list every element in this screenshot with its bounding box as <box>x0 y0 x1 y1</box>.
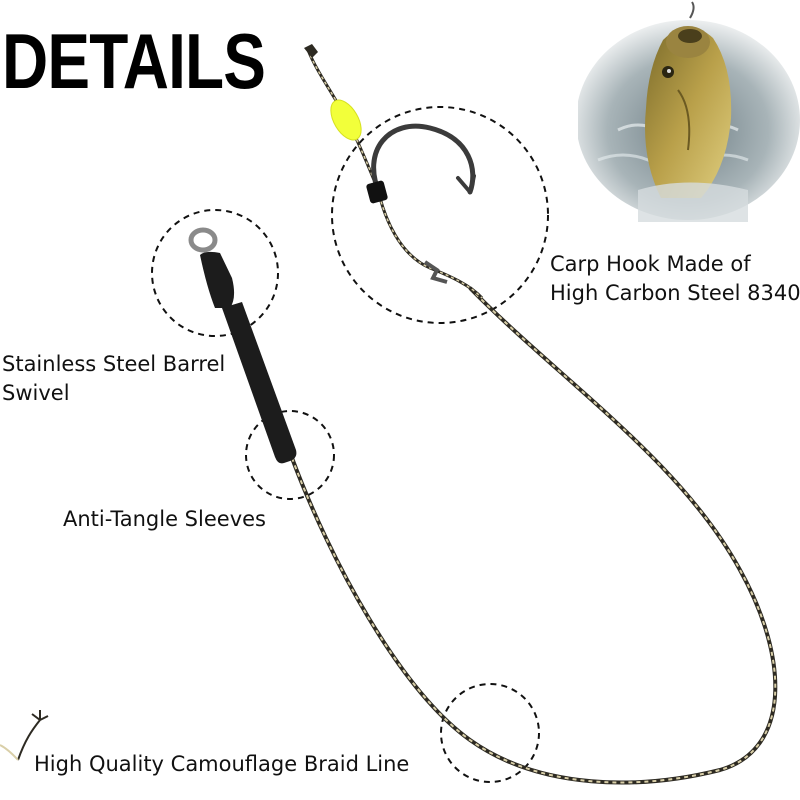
swivel-line-2: Swivel <box>2 380 70 405</box>
braid-description-label: High Quality Camouflage Braid Line <box>34 752 410 776</box>
swivel-description-label: Stainless Steel Barrel Swivel <box>2 350 225 408</box>
bead-icon <box>330 99 362 141</box>
braid-highlight-circle <box>440 683 540 783</box>
anti-tangle-sleeve <box>222 302 297 464</box>
braid-fray-icon <box>0 710 49 761</box>
hook-line-1: Carp Hook Made of <box>550 252 751 276</box>
swivel-highlight-circle <box>151 209 279 337</box>
hook-description-label: Carp Hook Made of High Carbon Steel 8340 <box>550 250 800 308</box>
barrel-swivel-icon <box>188 227 235 308</box>
hook-line-2: High Carbon Steel 8340 <box>550 280 800 305</box>
page-title: DETAILS <box>2 17 266 105</box>
carp-fish-photo <box>578 1 800 222</box>
hook-highlight-circle <box>331 106 549 324</box>
hook-icon <box>366 123 484 300</box>
sleeve-description-label: Anti-Tangle Sleeves <box>63 507 266 531</box>
swivel-line-1: Stainless Steel Barrel <box>2 352 226 376</box>
braid-line-icon <box>290 286 778 785</box>
sleeve-highlight-circle <box>245 410 335 500</box>
